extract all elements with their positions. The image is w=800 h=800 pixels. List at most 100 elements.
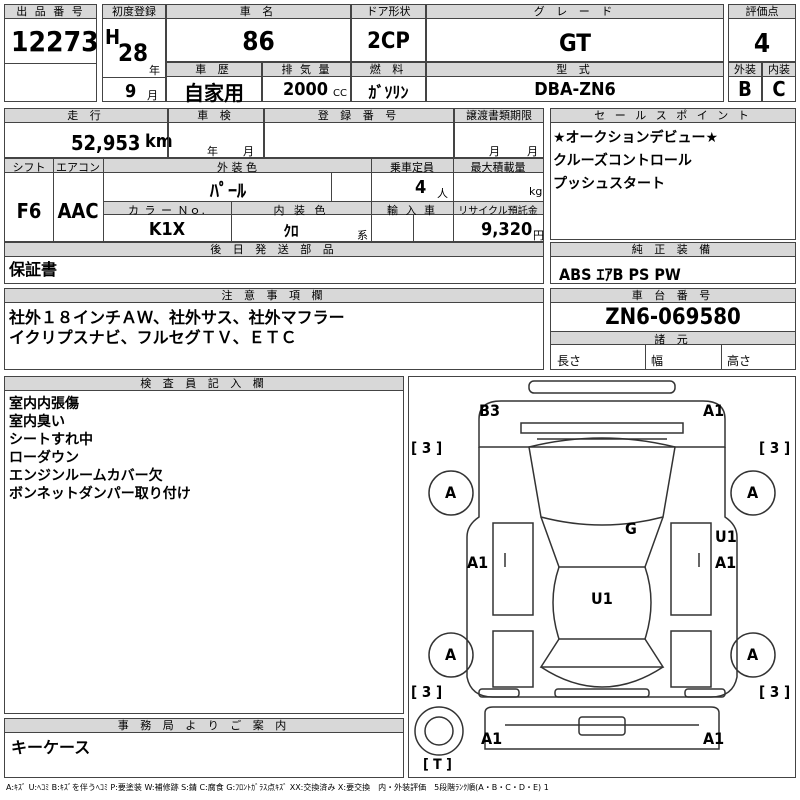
history-box: 車 歴 自家用	[166, 62, 262, 105]
reg-number-header: 登 録 番 号	[265, 109, 453, 123]
mark-a1-left: A1	[467, 553, 489, 572]
lot-number-box: 出 品 番 号 12273	[4, 4, 99, 102]
year-unit: 年	[149, 64, 160, 77]
history: 自家用	[184, 81, 244, 105]
height-label: 高さ	[727, 354, 752, 368]
history-header: 車 歴	[167, 63, 261, 77]
mark-tire-front-left: A	[445, 483, 457, 502]
displacement: 2000	[283, 79, 329, 100]
mark-tire-rear-right: A	[747, 645, 759, 664]
persons-unit: 人	[437, 187, 448, 200]
door-type: 2CP	[367, 29, 410, 54]
score-box: 評価点 4	[728, 4, 796, 62]
later-parts-box: 後 日 発 送 部 品 保証書	[4, 242, 544, 284]
first-registration-box: 初度登録 H 28 年 9 月	[102, 4, 166, 102]
chassis-number: ZN6-069580	[605, 305, 741, 330]
mileage-header: 走 行	[5, 109, 167, 123]
spec-grid: シフト エアコン 外 装 色 乗車定員 最大積載量 F6 AAC ﾊﾟｰﾙ 4 …	[4, 158, 544, 242]
fuel-box: 燃 料 ｶﾞｿﾘﾝ	[351, 62, 426, 102]
shift: F6	[16, 199, 42, 223]
mark-a1-bottom-right: A1	[703, 729, 725, 748]
inspector-note: 室内内張傷	[9, 396, 79, 412]
mark-b3: B3	[479, 401, 500, 420]
registration-month: 9	[125, 81, 137, 102]
car-diagram: B3 A1 [ 3 ] [ 3 ] A A G U1 A1 A1 U1 A A …	[408, 376, 796, 778]
mark-g: G	[625, 519, 637, 538]
car-name-header: 車 名	[167, 5, 350, 19]
sales-point: クルーズコントロール	[553, 153, 692, 169]
mark-bracket-top-left: [ 3 ]	[411, 439, 443, 457]
chassis-box: 車 台 番 号 ZN6-069580 諸 元 長さ 幅 高さ	[550, 288, 796, 370]
transfer-box: 譲渡書類期限 月 月	[454, 108, 544, 158]
int-color-header: 内 装 色	[273, 204, 329, 217]
mark-u1-right: U1	[715, 527, 737, 546]
inspector-header: 検 査 員 記 入 欄	[5, 377, 403, 391]
office-header: 事 務 局 よ り ご 案 内	[5, 719, 403, 733]
genuine-equipment-box: 純 正 装 備 ABS ｴｱB PS PW	[550, 242, 796, 284]
exterior-grade-box: 外装 B	[728, 62, 762, 102]
aircon: AAC	[57, 199, 99, 223]
fuel-header: 燃 料	[352, 63, 425, 77]
inspector-note: ローダウン	[9, 450, 79, 466]
fuel: ｶﾞｿﾘﾝ	[368, 83, 409, 102]
mileage-box: 走 行 52,953 km	[4, 108, 173, 158]
registration-year: 28	[118, 39, 149, 67]
mark-a1-right: A1	[715, 553, 737, 572]
capacity-header: 乗車定員	[390, 161, 434, 174]
inspector-note: ボンネットダンパー取り付け	[9, 486, 191, 502]
displacement-box: 排 気 量 2000 CC	[262, 62, 351, 102]
mark-bracket-bottom-right: [ 3 ]	[759, 683, 791, 701]
score-header: 評価点	[729, 5, 795, 19]
mark-bracket-bottom-left: [ 3 ]	[411, 683, 443, 701]
kei-unit: 系	[357, 229, 368, 242]
exterior-grade: B	[738, 77, 752, 101]
office-box: 事 務 局 よ り ご 案 内 キーケース	[4, 718, 404, 778]
cc-unit: CC	[333, 88, 347, 99]
capacity: 4	[415, 177, 427, 198]
sales-point: ★オークションデビュー★	[553, 130, 719, 146]
later-parts-header: 後 日 発 送 部 品	[5, 243, 543, 257]
grade: GT	[558, 29, 592, 57]
grade-box: グ レ ー ド GT	[426, 4, 724, 62]
month-unit: 月	[147, 89, 158, 102]
lot-number-header: 出 品 番 号	[5, 5, 96, 19]
car-outline-drawing	[414, 380, 776, 756]
yen-unit: 円	[533, 229, 544, 242]
exterior-color: ﾊﾟｰﾙ	[210, 181, 246, 202]
inspection-month-unit: 月	[243, 145, 254, 158]
era-label: H	[105, 25, 121, 49]
mark-bracket-t: [ T ]	[423, 757, 452, 773]
note-line: 社外１８インチＡＷ、社外サス、社外マフラー	[9, 308, 345, 327]
mark-tire-front-right: A	[747, 483, 759, 502]
ext-color-header: 外 装 色	[217, 161, 257, 174]
inspector-note: エンジンルームカバー欠	[9, 468, 163, 484]
car-name-box: 車 名 86	[166, 4, 351, 62]
transfer-month-unit: 月	[489, 145, 500, 158]
notes-box: 注 意 事 項 欄 社外１８インチＡＷ、社外サス、社外マフラー イクリプスナビ、…	[4, 288, 544, 370]
later-parts: 保証書	[9, 260, 58, 279]
inspection-box: 車 検 年 月	[168, 108, 264, 158]
genuine-header: 純 正 装 備	[551, 243, 795, 257]
inspection-header: 車 検	[169, 109, 263, 123]
lot-number: 12273	[11, 25, 99, 58]
chassis-header: 車 台 番 号	[551, 289, 795, 303]
note-line: イクリプスナビ、フルセグＴＶ、ＥＴＣ	[9, 328, 297, 347]
recycle-fee: 9,320	[481, 219, 533, 240]
recycle-header: リサイクル預託金	[458, 206, 538, 217]
notes-header: 注 意 事 項 欄	[5, 289, 543, 303]
sales-point: プッシュスタート	[553, 176, 665, 192]
mark-a1-top-right: A1	[703, 401, 725, 420]
model-box: 型 式 DBA-ZN6	[426, 62, 724, 102]
inspector-box: 検 査 員 記 入 欄 室内内張傷 室内臭い シートすれ中 ローダウン エンジン…	[4, 376, 404, 714]
inspection-year-unit: 年	[207, 145, 218, 158]
transfer-day-unit: 月	[527, 145, 538, 158]
mileage: 52,953	[71, 131, 141, 155]
door-box: ドア形状 2CP	[351, 4, 426, 62]
color-no-header: カ ラ ー Ｎｏ.	[128, 204, 206, 217]
interior-grade: C	[772, 77, 786, 101]
transfer-header: 譲渡書類期限	[455, 109, 543, 123]
interior-color: ｸﾛ	[283, 222, 299, 240]
exterior-header: 外装	[729, 63, 761, 77]
mark-u1-center: U1	[591, 589, 613, 608]
shift-header: シフト	[12, 161, 46, 174]
